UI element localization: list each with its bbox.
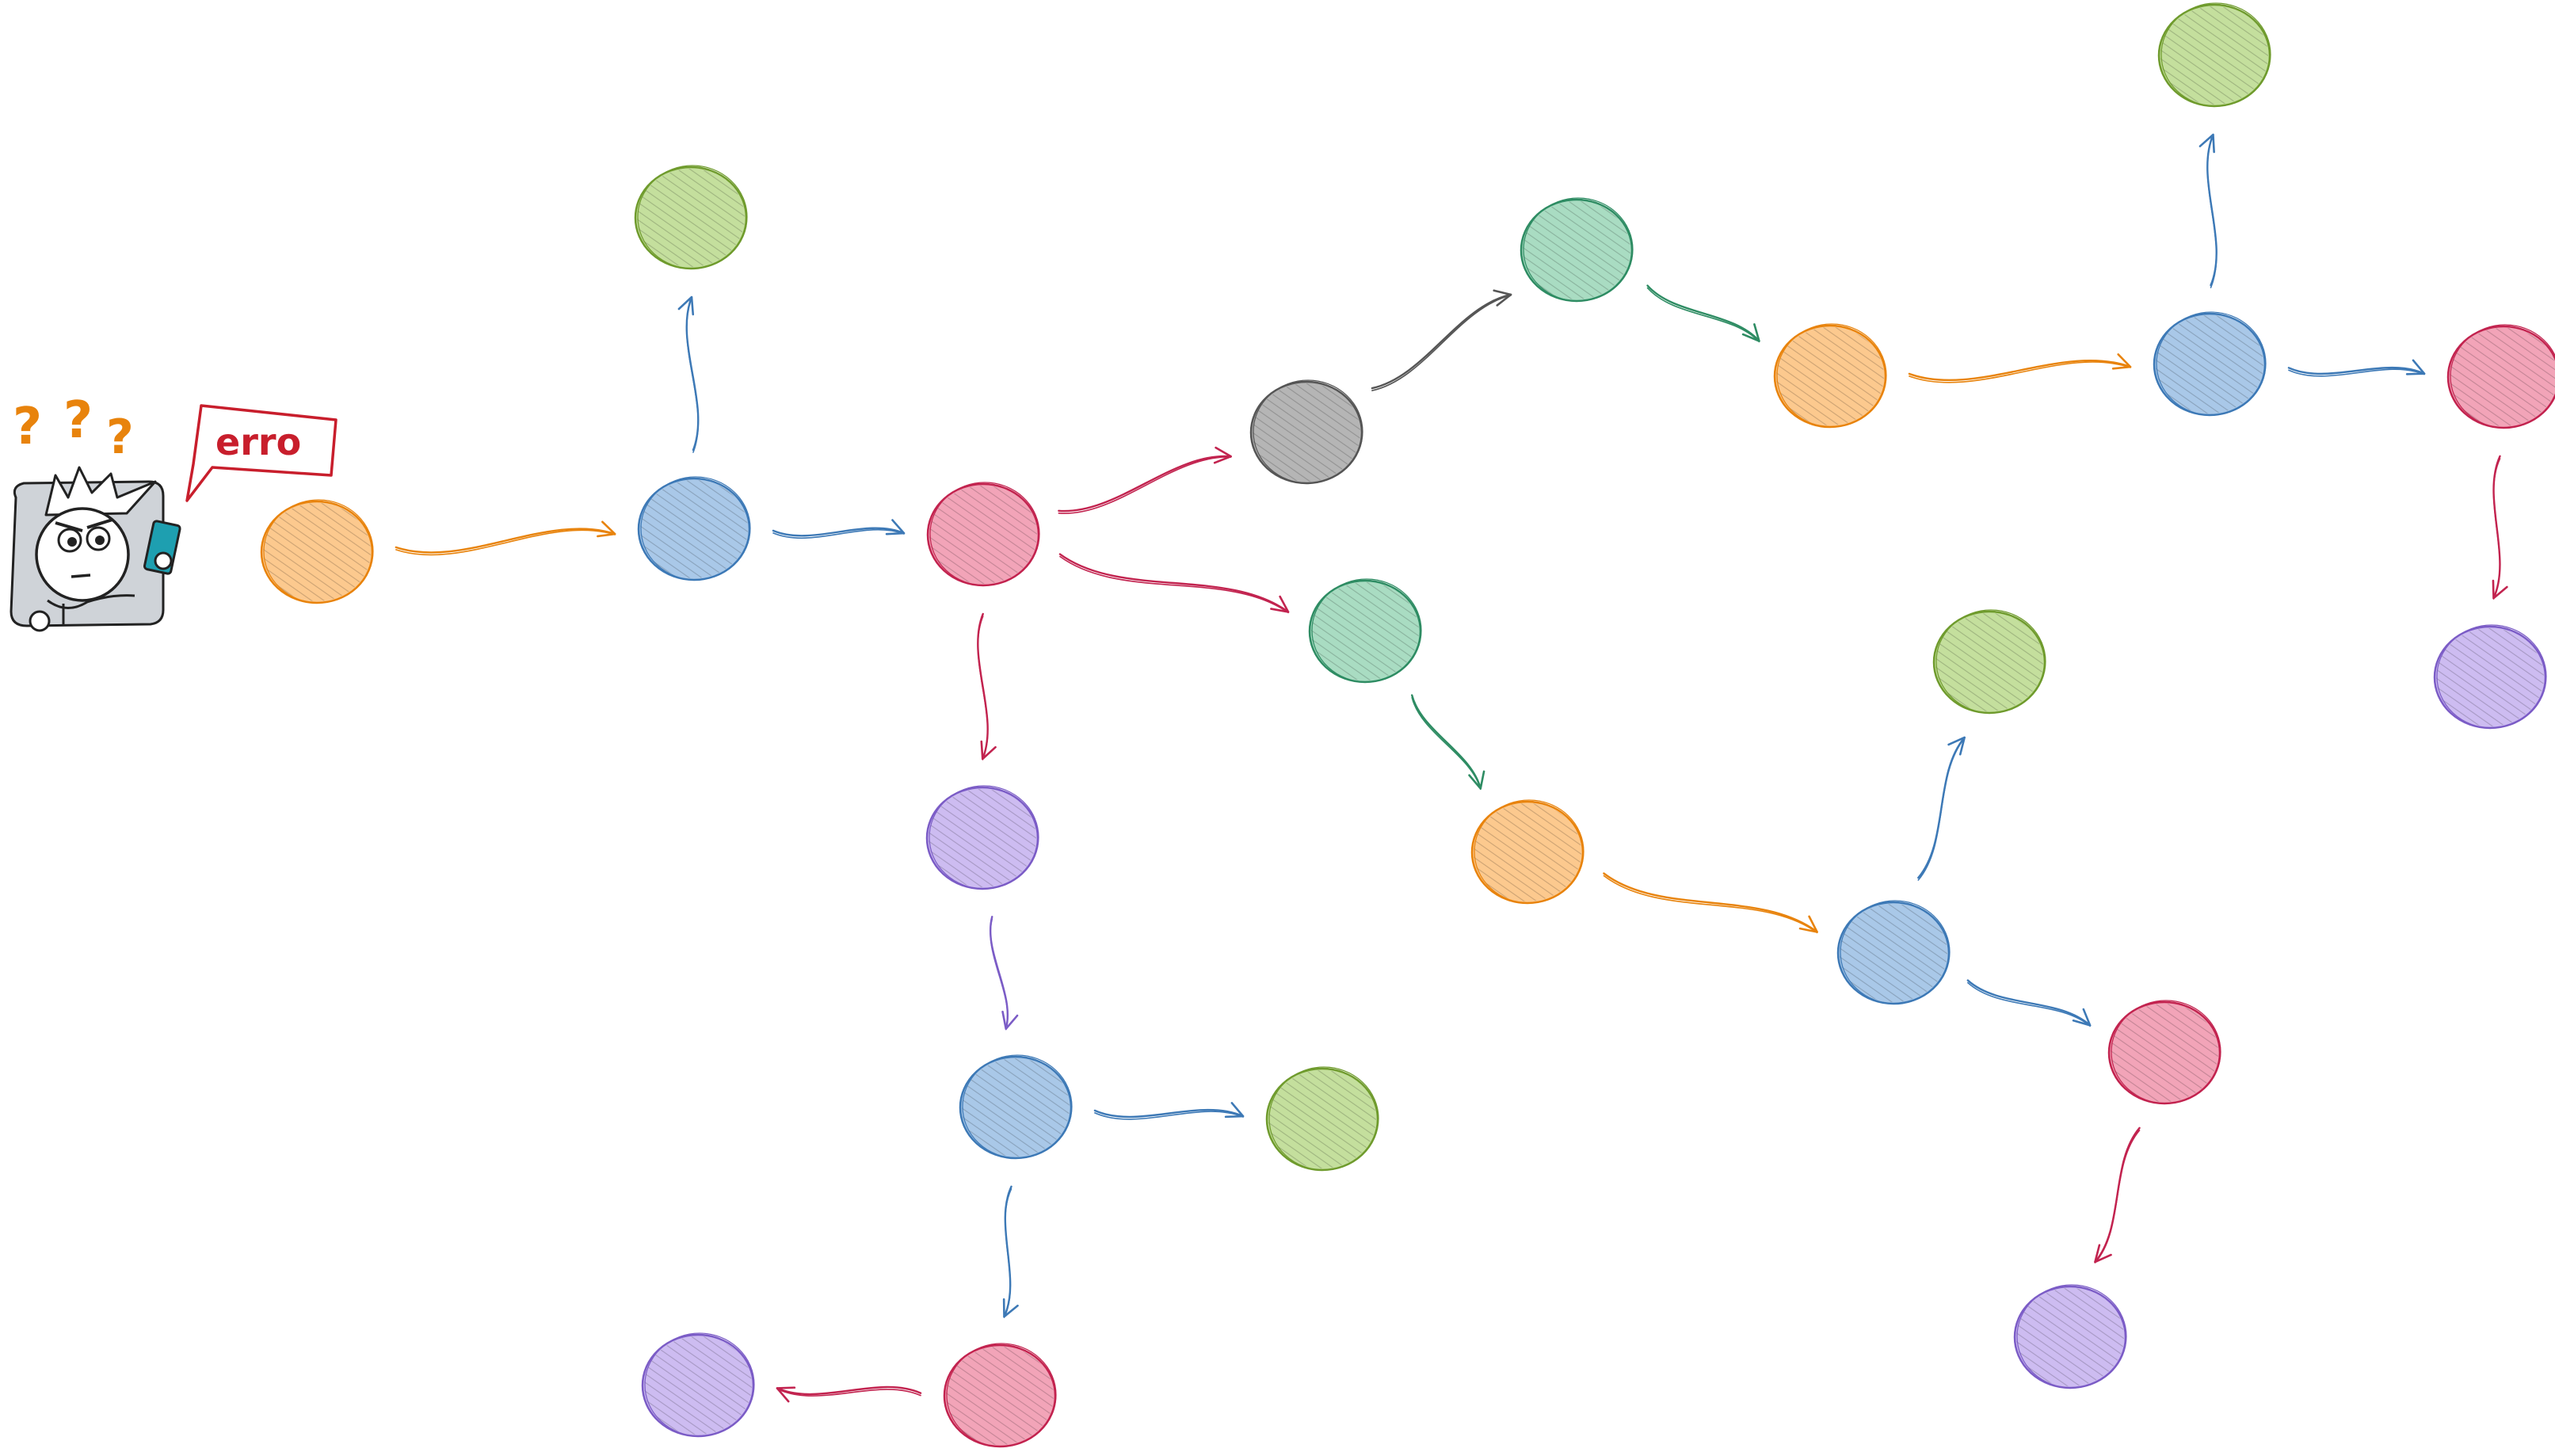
character-hand [29,610,51,632]
arrowhead [1002,1298,1019,1318]
edge-n14-n15 [1917,736,1966,881]
arrowhead [1224,1102,1245,1119]
arrowhead [1270,595,1290,613]
node-n22-purple[interactable] [641,1332,755,1438]
edges-layer [395,133,2508,1403]
edge-n1-n2 [395,520,616,556]
speech-bubble-text: erro [215,421,301,463]
arrowhead [2492,579,2508,600]
character-head [35,507,130,602]
edge-n13-n14 [1603,872,1818,934]
node-n19-blue[interactable] [959,1054,1073,1160]
node-n13-orange[interactable] [1470,799,1584,905]
node-n11-purple[interactable] [2433,624,2547,730]
arrowhead [1468,770,1485,790]
edge-n4-n18 [977,612,997,760]
node-n12-teal[interactable] [1308,578,1422,684]
arrowhead [2094,1244,2112,1264]
node-n1-orange[interactable] [260,499,374,604]
edge-n12-n13 [1411,694,1485,791]
node-n5-gray[interactable] [1249,379,1363,485]
character-phone-hand [154,551,173,570]
arrowhead [677,295,695,316]
edge-n19-n20 [1093,1102,1245,1120]
question-mark-2: ? [63,391,93,450]
arrowhead [1001,1010,1019,1031]
node-n6-teal[interactable] [1520,197,1634,303]
edge-n4-n5 [1058,446,1232,514]
edge-n8-n9 [2198,133,2218,288]
arrowhead [2111,353,2132,370]
edge-n2-n3 [677,295,700,453]
character-mouth [71,574,91,578]
confused-person-illustration: ? ? ? erro [10,391,337,632]
node-n2-blue[interactable] [637,476,751,581]
edge-n4-n12 [1058,553,1290,614]
character-hair [44,466,157,516]
node-n21-red[interactable] [943,1343,1057,1448]
node-n20-green[interactable] [1265,1066,1379,1172]
character-pupil-left [67,537,77,547]
node-n4-red[interactable] [926,482,1040,587]
node-n10-red[interactable] [2446,324,2555,429]
character-body-line [47,594,135,609]
node-n8-blue[interactable] [2153,311,2267,417]
edge-n7-n8 [1908,353,2132,383]
edge-n10-n11 [2492,455,2508,600]
arrowhead [2072,1008,2092,1027]
edge-n2-n4 [772,519,906,539]
node-n17-purple[interactable] [2013,1284,2127,1389]
nodes-layer [260,2,2555,1448]
arrowhead [885,519,906,536]
arrowhead [1741,323,1760,342]
arrowhead [1798,915,1818,933]
character-brow-left [55,521,83,532]
edge-n18-n19 [990,916,1019,1031]
edge-n6-n7 [1646,284,1760,343]
arrowhead [2405,359,2426,375]
arrowhead [1493,289,1512,307]
character-brow-right [86,518,113,529]
node-n15-green[interactable] [1932,609,2046,715]
edge-n14-n16 [1966,979,2092,1027]
node-n3-green[interactable] [634,165,748,270]
edge-n5-n6 [1371,289,1512,391]
edge-n16-n17 [2094,1126,2141,1264]
speech-bubble: erro [185,404,337,502]
arrowhead [2198,133,2215,154]
node-n7-orange[interactable] [1773,323,1887,429]
edge-n21-n22 [776,1385,922,1403]
node-n9-green[interactable] [2157,2,2271,108]
arrowhead [597,520,616,538]
node-n14-blue[interactable] [1836,900,1951,1005]
arrowhead [1947,736,1966,756]
arrowhead [1213,446,1232,464]
edge-n8-n10 [2287,359,2426,377]
question-mark-1: ? [13,398,42,456]
question-mark-3: ? [106,410,134,465]
edge-n19-n21 [1002,1185,1019,1318]
character-pupil-right [95,536,105,545]
node-n18-purple[interactable] [925,785,1039,890]
node-n16-red[interactable] [2107,1000,2221,1105]
arrowhead [776,1386,796,1403]
arrowhead [980,740,997,760]
